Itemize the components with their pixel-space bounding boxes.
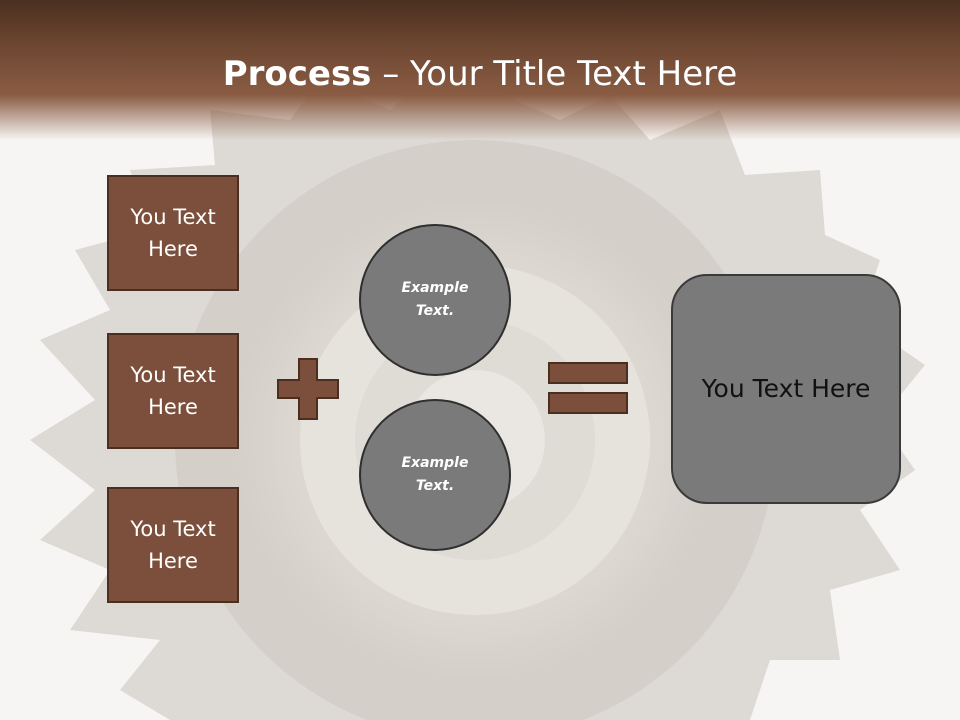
slide-title: Process – Your Title Text Here	[0, 52, 960, 96]
text-box-2[interactable]: You Text Here	[107, 333, 239, 449]
example-circle-2[interactable]: Example Text.	[359, 399, 511, 551]
result-box-label: You Text Here	[701, 374, 871, 403]
text-box-3-label: You Text Here	[130, 517, 216, 573]
text-box-1-label: You Text Here	[130, 205, 216, 261]
title-bar	[0, 0, 960, 150]
example-circle-2-label: Example Text.	[401, 455, 469, 494]
example-circle-1-label: Example Text.	[401, 280, 469, 319]
equals-icon	[548, 362, 628, 414]
text-box-3[interactable]: You Text Here	[107, 487, 239, 603]
title-bold-part: Process	[222, 54, 372, 94]
plus-icon	[277, 358, 339, 420]
result-box[interactable]: You Text Here	[671, 274, 901, 504]
text-box-1[interactable]: You Text Here	[107, 175, 239, 291]
title-rest-part: – Your Title Text Here	[371, 54, 738, 94]
example-circle-1[interactable]: Example Text.	[359, 224, 511, 376]
text-box-2-label: You Text Here	[130, 363, 216, 419]
